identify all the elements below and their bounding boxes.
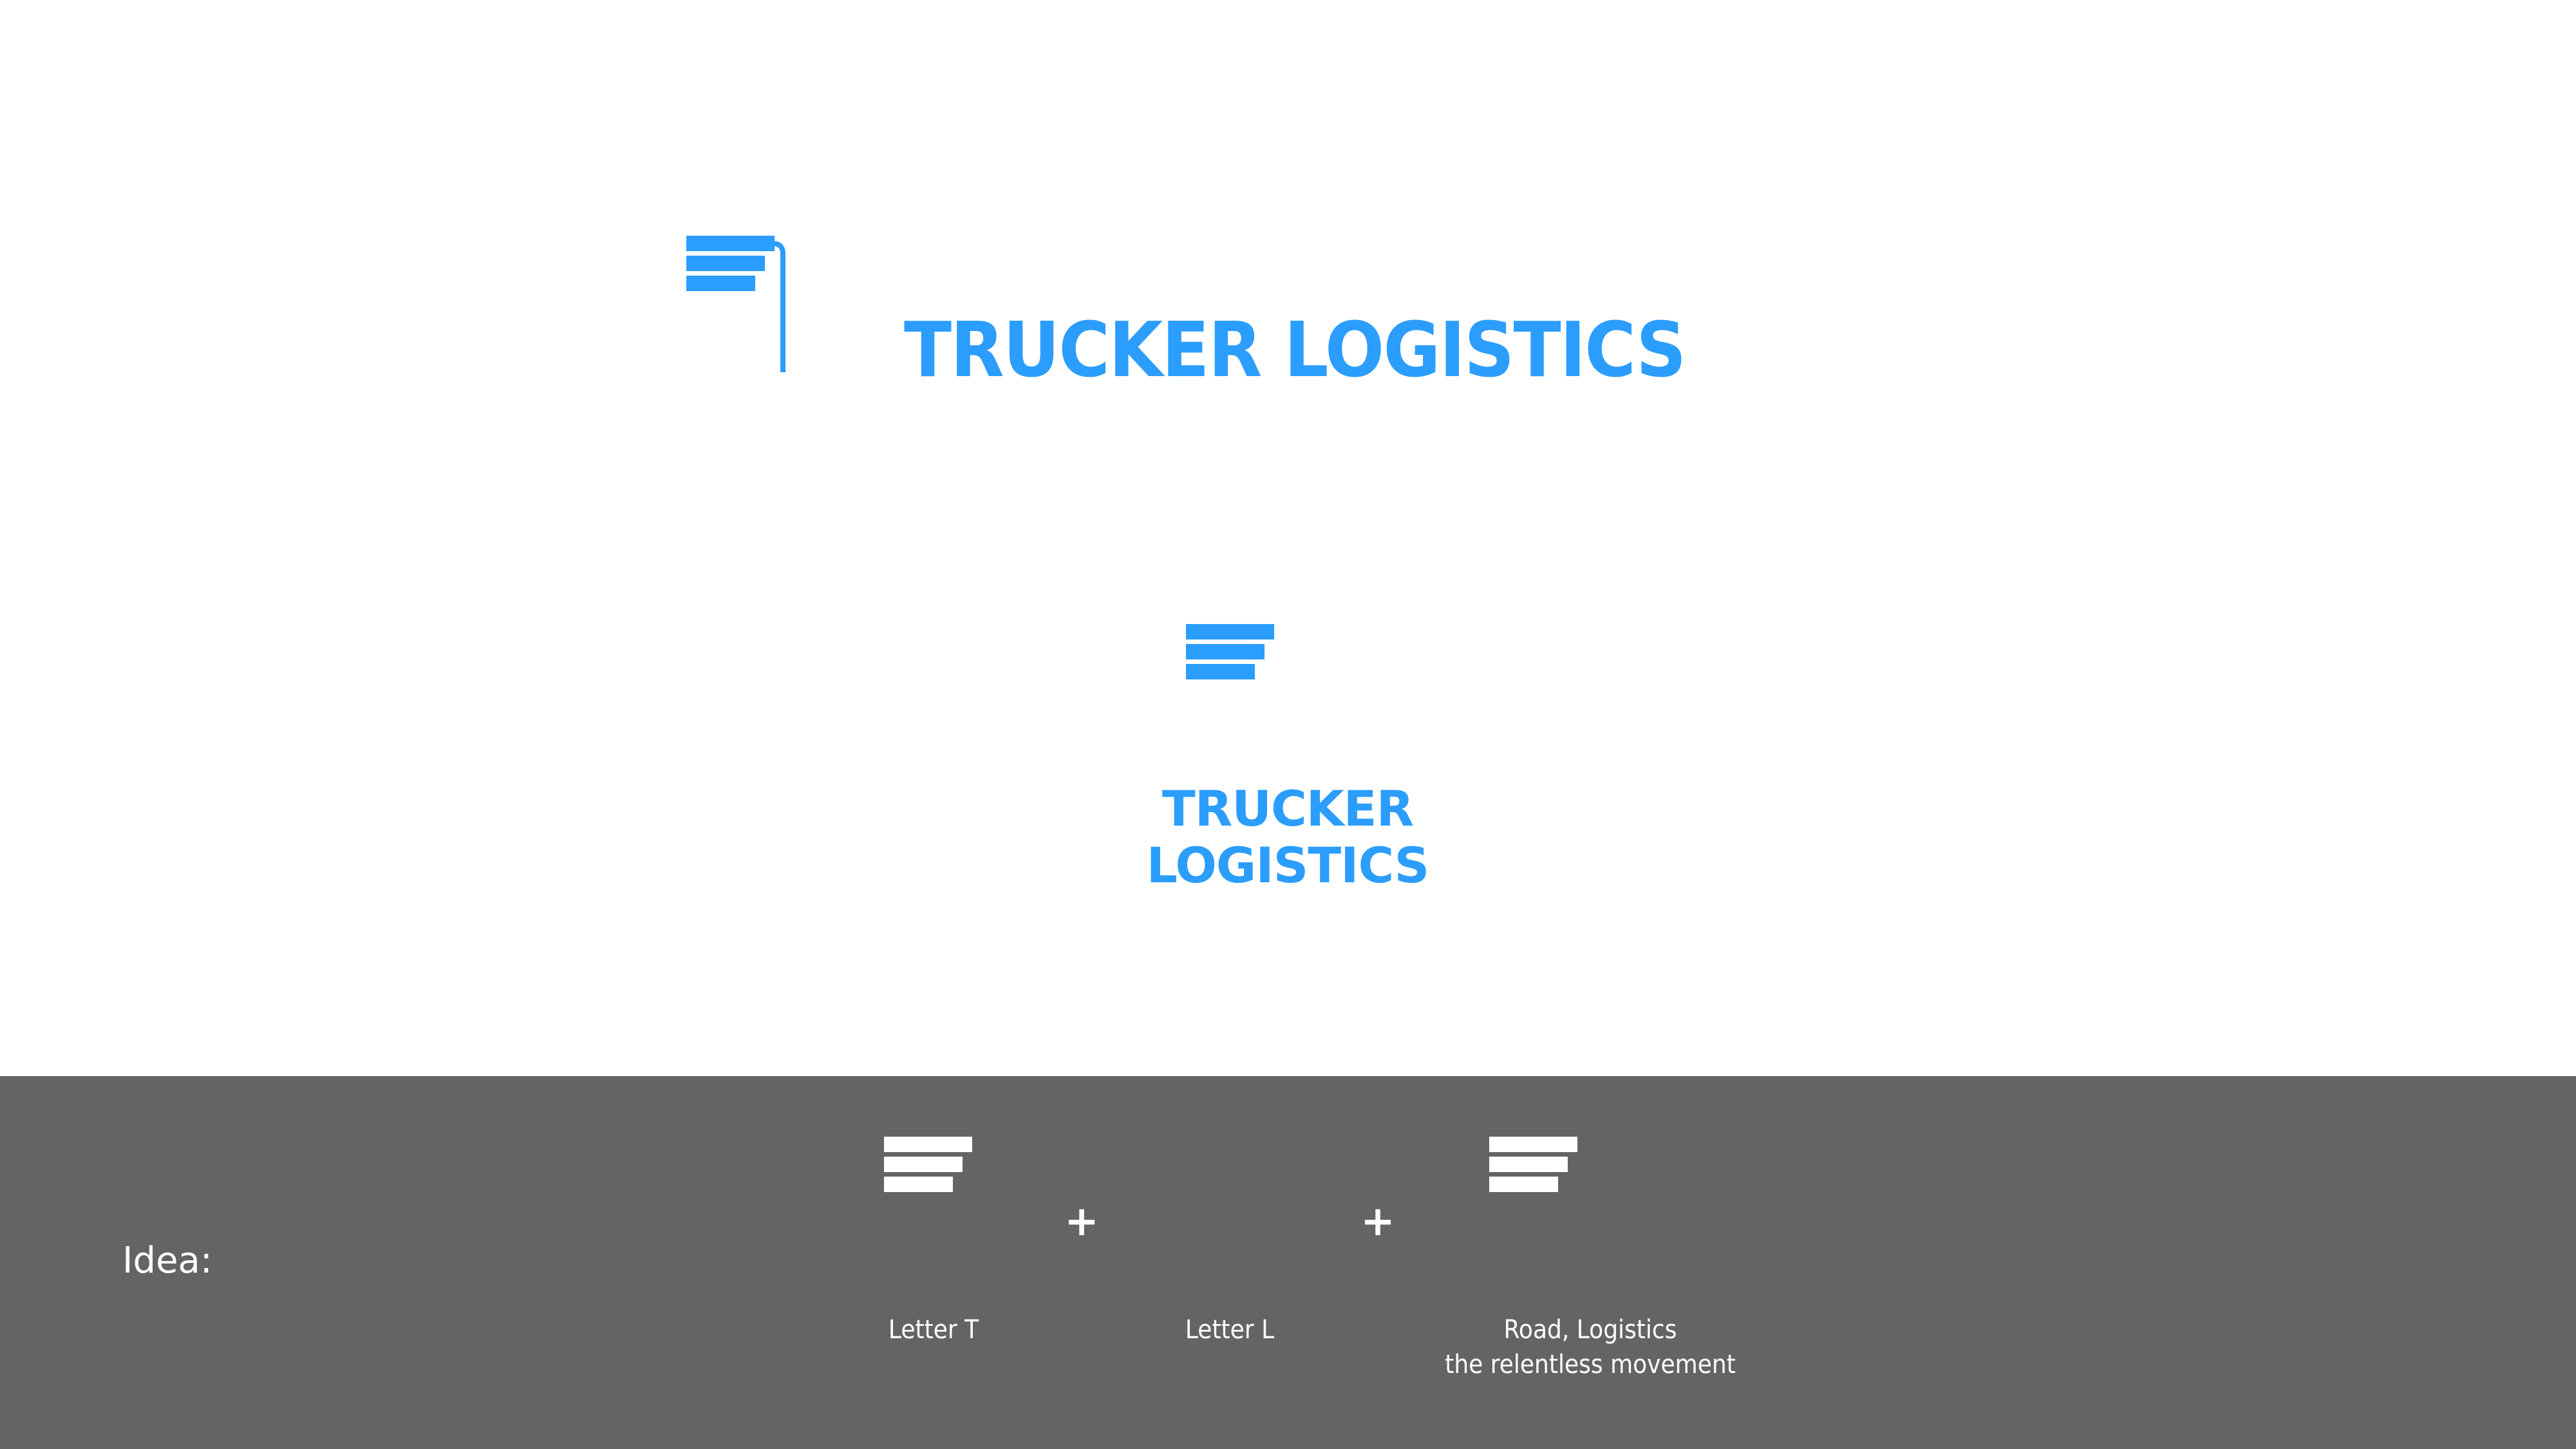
caption-letter-t: Letter T [888, 1315, 979, 1345]
idea-band [0, 1076, 2576, 1449]
plus-sign-2: + [1360, 1198, 1395, 1245]
letter-t-shape [1186, 624, 1274, 679]
caption-letter-l: Letter L [1185, 1315, 1275, 1345]
logo-mark-horizontal [686, 236, 889, 372]
letter-t-shape [686, 236, 785, 372]
logo-mark-stacked [1186, 624, 1389, 761]
plus-sign-1: + [1064, 1198, 1099, 1245]
wordmark-line-1: TRUCKER [1161, 780, 1414, 837]
idea-combined-mark [1489, 1137, 1577, 1192]
idea-label: Idea: [122, 1240, 212, 1282]
caption-road-logistics: Road, Logistics the relentless movement [1445, 1315, 1736, 1379]
idea-letter-t-mark [884, 1137, 972, 1192]
letter-l-shape [790, 236, 889, 372]
idea-letter-l-mark [1180, 1137, 1279, 1273]
brand-wordmark-stacked: TRUCKER LOGISTICS [1120, 781, 1455, 894]
brand-wordmark-horizontal: TRUCKER LOGISTICS [904, 305, 1686, 394]
wordmark-line-2: LOGISTICS [1146, 837, 1430, 894]
letter-l-shape [1290, 624, 1389, 761]
